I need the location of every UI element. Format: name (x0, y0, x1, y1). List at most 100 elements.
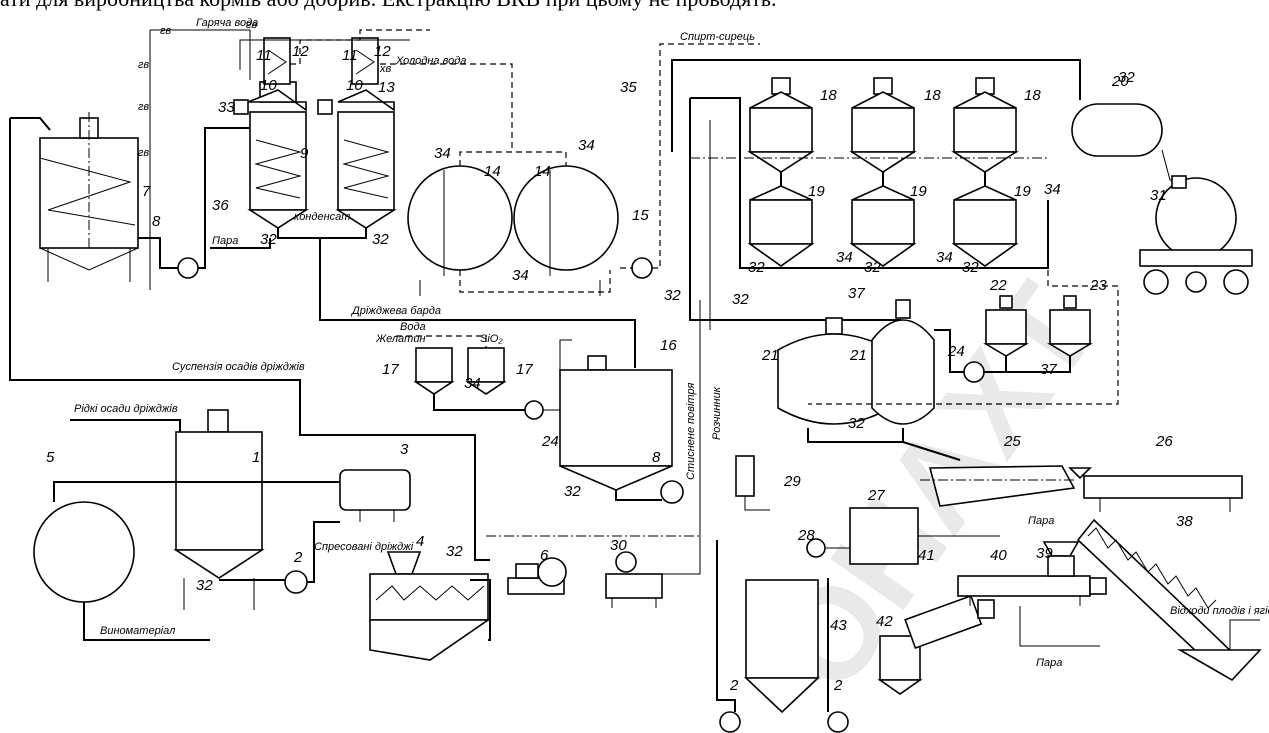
hopper-26 (1068, 467, 1092, 480)
suspension-return (10, 117, 51, 131)
num-30: 30 (610, 537, 627, 554)
dryer-41 (904, 594, 995, 650)
num-2a: 2 (293, 549, 303, 566)
num-5: 5 (46, 449, 55, 466)
header-text: ати для виробництва кормів або добрив. Е… (0, 0, 776, 12)
wine-material-line (83, 602, 210, 641)
num-36: 36 (212, 197, 229, 214)
num-19a: 19 (808, 183, 825, 200)
num-18a: 18 (820, 87, 837, 104)
tank-7 (39, 112, 139, 282)
mixer-17-right (465, 347, 507, 395)
num-11a: 11 (256, 47, 272, 64)
line-8-10 (198, 127, 238, 269)
num-32e: 32 (864, 259, 881, 276)
num-19c: 19 (1014, 183, 1031, 200)
tank-14-bottom-line (459, 270, 611, 293)
crusher-39 (1042, 541, 1080, 577)
screen-25 (928, 465, 1076, 507)
label-hot-water: Гаряча вода (196, 17, 258, 29)
pump-28 (806, 538, 826, 558)
vessel-21-left (777, 317, 891, 425)
label-solvent: Розчинник (711, 386, 723, 440)
label-compressed-air: Стиснене повітря (685, 382, 697, 480)
stillage-line (319, 238, 636, 368)
label-liquid-yeast: Рідкі осади дріжджів (74, 403, 178, 415)
pump-2-lower-left (719, 711, 741, 733)
num-32f: 32 (962, 259, 979, 276)
num-40: 40 (990, 547, 1007, 564)
num-41: 41 (918, 547, 935, 564)
label-cold-water: Холодна вода (395, 55, 466, 67)
num-18c: 18 (1024, 87, 1041, 104)
press-3 (339, 469, 411, 511)
tank-5 (33, 501, 135, 603)
num-9: 9 (300, 145, 309, 162)
num-31: 31 (1150, 187, 1167, 204)
label-sio2: SiO₂ (480, 333, 503, 345)
vessel-19-2 (849, 185, 917, 267)
num-32j: 32 (196, 577, 213, 594)
label-yeast-stillage: Дріжджева барда (350, 305, 441, 317)
num-38: 38 (1176, 513, 1193, 530)
line-29 (744, 496, 770, 511)
num-19b: 19 (910, 183, 927, 200)
top-main-line (671, 59, 1081, 152)
num-17a: 17 (382, 361, 399, 378)
label-gv-3: гв (138, 59, 149, 71)
label-gv-1: гв (160, 25, 171, 37)
num-14b: 14 (534, 163, 551, 180)
apparatus-27 (849, 507, 919, 565)
pump-8-left (177, 257, 199, 279)
num-34d: 34 (464, 375, 481, 392)
num-24b: 24 (947, 343, 965, 360)
num-42: 42 (876, 613, 893, 630)
column-10-left (247, 37, 309, 229)
num-34a: 34 (434, 145, 451, 162)
num-25: 25 (1003, 433, 1021, 450)
line-2-3 (307, 521, 340, 583)
num-3: 3 (400, 441, 409, 458)
suspension-line (9, 118, 490, 561)
num-20: 20 (1111, 73, 1129, 90)
line-to-43 (716, 540, 736, 712)
num-35: 35 (620, 79, 637, 96)
num-16: 16 (660, 337, 677, 354)
num-12b: 12 (374, 43, 391, 60)
steam-line (210, 238, 271, 249)
num-8a: 8 (152, 213, 161, 230)
num-27: 27 (867, 487, 885, 504)
tanker-31 (1139, 175, 1253, 295)
gv-line-top (150, 29, 251, 80)
num-7: 7 (142, 183, 151, 200)
num-22: 22 (989, 277, 1007, 294)
label-steam-1: Пара (212, 235, 238, 247)
num-39: 39 (1036, 545, 1053, 562)
num-10a: 10 (260, 77, 277, 94)
fermenter-18-1 (747, 77, 815, 173)
num-34b: 34 (578, 137, 595, 154)
num-21a: 21 (761, 347, 779, 364)
num-28: 28 (797, 527, 815, 544)
num-2c: 2 (833, 677, 843, 694)
num-37a: 37 (848, 285, 865, 302)
label-wine-material: Виноматеріал (100, 625, 175, 637)
tank-14-left (407, 165, 513, 271)
vessel-21-right (871, 299, 935, 425)
num-8b: 8 (652, 449, 661, 466)
pump-15 (631, 257, 653, 279)
label-alcohol-raw: Спирт-сирець (680, 31, 755, 43)
num-32a: 32 (260, 231, 277, 248)
num-1: 1 (252, 449, 260, 466)
num-15: 15 (632, 207, 649, 224)
label-steam-2: Пара (1028, 515, 1054, 527)
label-gv-2: гв (246, 19, 257, 31)
conveyor-40 (957, 575, 1107, 606)
num-32k: 32 (446, 543, 463, 560)
num-32d: 32 (748, 259, 765, 276)
conveyor-26 (1083, 475, 1243, 499)
hopper-42 (877, 635, 923, 695)
label-gv-5: гв (138, 147, 149, 159)
num-14a: 14 (484, 163, 501, 180)
